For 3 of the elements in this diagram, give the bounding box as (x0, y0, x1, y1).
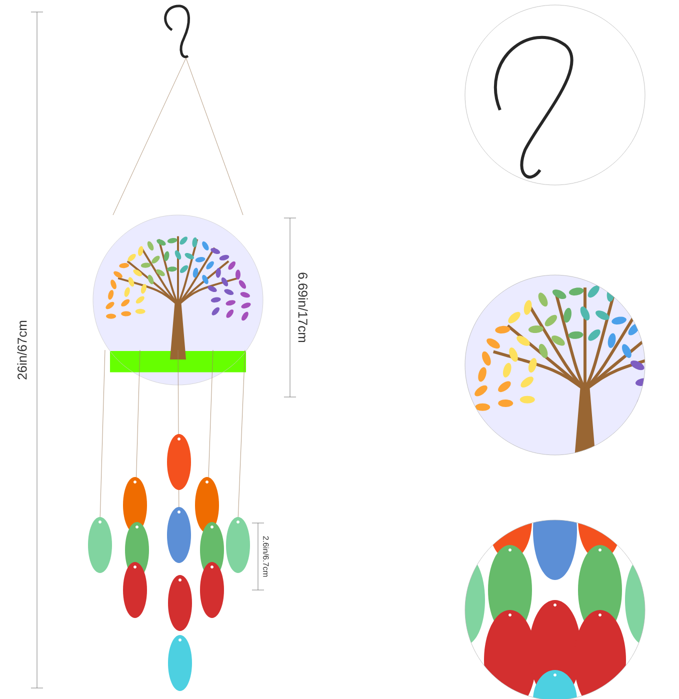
dimension-label: 26in/67cm (17, 320, 27, 380)
dimension-label: 2.6in/6.7cm (263, 536, 269, 577)
dimension-label: 6.69in/17cm (298, 272, 308, 342)
